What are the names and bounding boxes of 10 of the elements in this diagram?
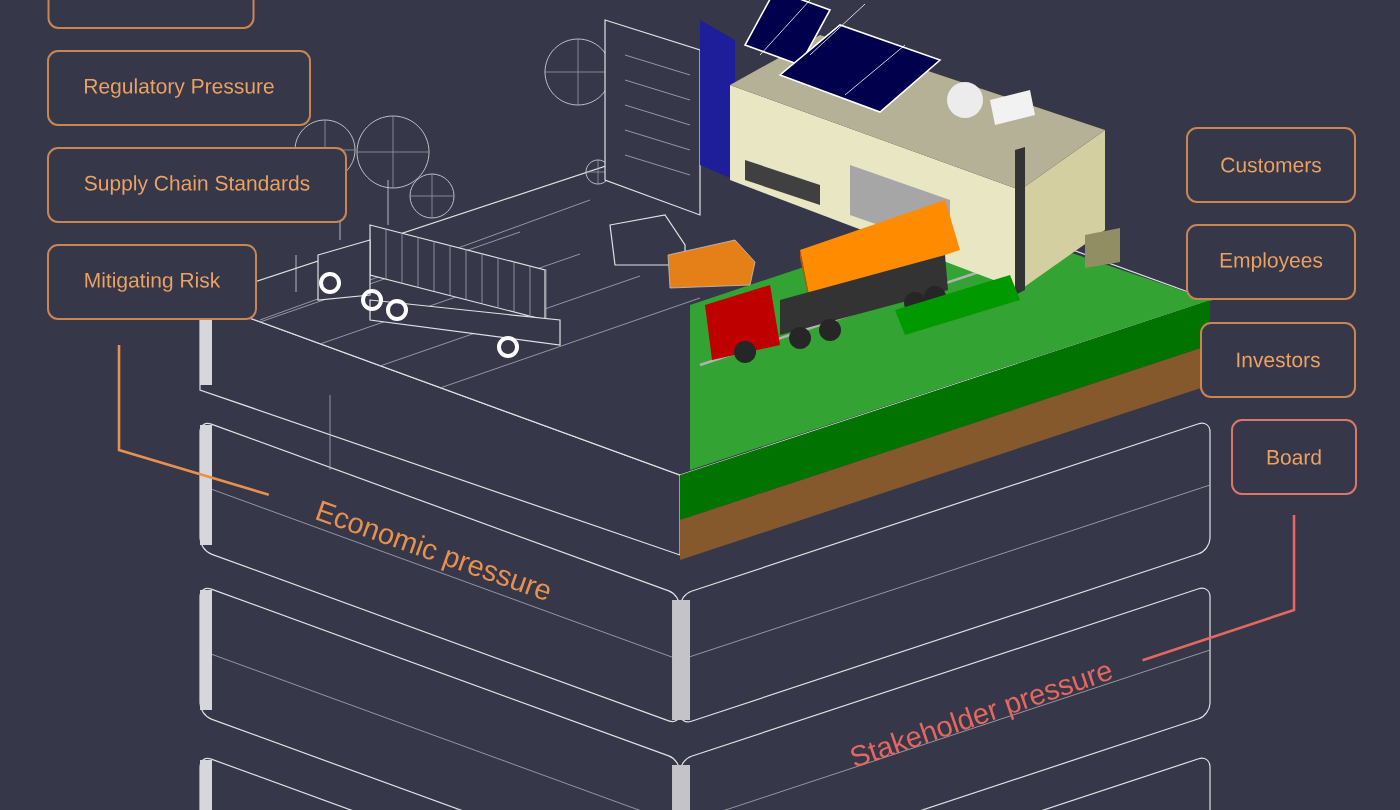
label-box: Mitigating Risk bbox=[47, 244, 257, 320]
leader-line bbox=[117, 345, 270, 497]
label-box bbox=[47, 0, 255, 29]
label-box: Board bbox=[1231, 419, 1357, 495]
label-box: Investors bbox=[1200, 322, 1356, 398]
label-box: Employees bbox=[1186, 224, 1356, 300]
label-box: Customers bbox=[1186, 127, 1356, 203]
leader-line bbox=[1142, 515, 1296, 662]
label-box: Regulatory Pressure bbox=[47, 50, 311, 126]
label-box: Supply Chain Standards bbox=[47, 147, 347, 223]
